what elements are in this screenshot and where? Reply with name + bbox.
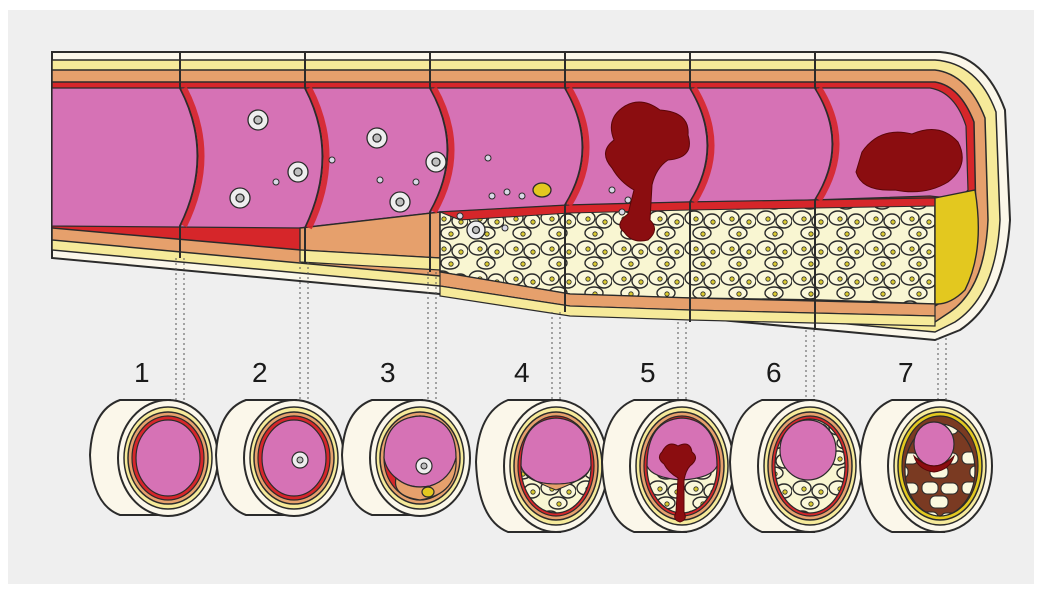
cross-section-5 <box>602 400 734 532</box>
cross-section-3 <box>342 400 470 516</box>
stage-label-2: 2 <box>252 357 268 388</box>
stage-label-6: 6 <box>766 357 782 388</box>
cross-section-2 <box>216 400 344 516</box>
cross-section-6 <box>730 400 862 532</box>
stage-label-1: 1 <box>134 357 150 388</box>
stage-label-3: 3 <box>380 357 396 388</box>
stage-label-4: 4 <box>514 357 530 388</box>
stage-label-5: 5 <box>640 357 656 388</box>
cross-section-1 <box>90 400 218 516</box>
stage-label-7: 7 <box>898 357 914 388</box>
cross-section-4 <box>476 400 608 532</box>
cross-section-7 <box>860 400 992 532</box>
yellow-macrophage <box>533 183 551 197</box>
